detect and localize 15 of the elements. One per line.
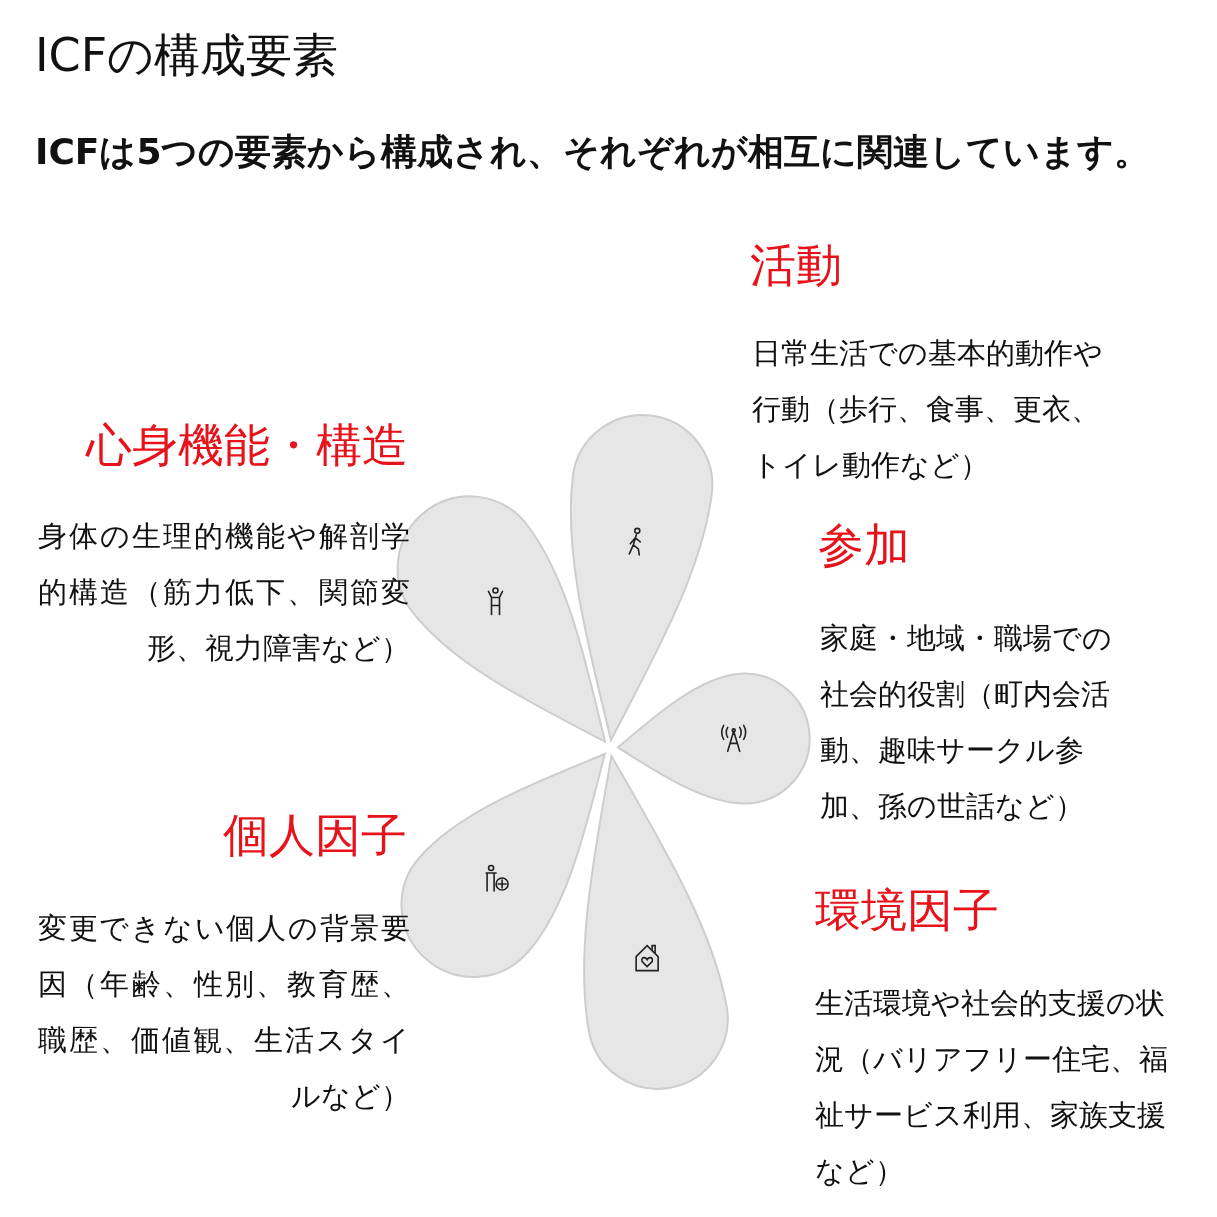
petal-shape — [617, 672, 811, 805]
category-heading: 心身機能・構造 — [86, 417, 408, 474]
petal-shape — [583, 754, 729, 1090]
petal-shape — [569, 414, 714, 742]
description-text: 家庭・地域・職場での社会的役割（町内会活動、趣味サークル参加、孫の世話など） — [820, 620, 1113, 825]
description-text: 生活環境や社会的支援の状況（バリアフリー住宅、福祉サービス利用、家族支援など） — [815, 985, 1169, 1190]
description-text: 変更できない個人の背景要因（年齢、性別、教育歴、職歴、価値観、生活スタイルなど） — [38, 910, 410, 1115]
category-heading: 環境因子 — [815, 882, 999, 939]
description-text: 日常生活での基本的動作や行動（歩行、食事、更衣、トイレ動作など） — [752, 335, 1104, 484]
category-heading: 活動 — [750, 237, 842, 294]
title: ICFの構成要素 — [35, 27, 339, 84]
category-heading: 参加 — [818, 517, 910, 574]
subtitle: ICFは5つの要素から構成され、それぞれが相互に関連しています。 — [35, 130, 1151, 174]
category-heading: 個人因子 — [223, 807, 407, 864]
description-text: 身体の生理的機能や解剖学的構造（筋力低下、関節変形、視力障害など） — [38, 518, 410, 667]
